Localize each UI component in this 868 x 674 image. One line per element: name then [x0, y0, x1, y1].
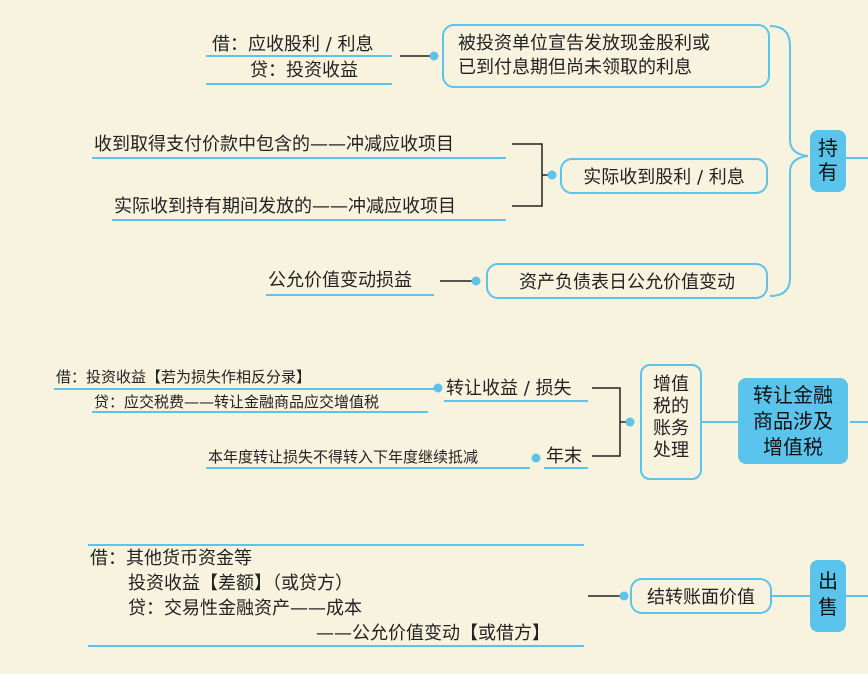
category-sale: 出售 [810, 560, 846, 632]
declare-entry-credit: 贷：投资收益 [250, 60, 358, 81]
sale-entry-line-2: 投资收益【差额】（或贷方） [128, 573, 353, 594]
receive-box: 实际收到股利 / 利息 [560, 158, 768, 194]
vat-treatment-line-4: 处理 [653, 440, 689, 461]
vat-entry-credit: 贷：应交税费——转让金融商品应交增值税 [94, 393, 380, 411]
category-vat-line-3: 增值税 [763, 435, 823, 459]
category-vat-line-1: 转让金融 [753, 383, 833, 407]
declare-box-line1: 被投资单位宣告发放现金股利或 [458, 33, 710, 54]
category-hold-label: 持有 [818, 136, 838, 184]
fair-value-entry: 公允价值变动损益 [268, 270, 412, 291]
sale-entry-line-1: 借：其他货币资金等 [90, 548, 252, 569]
vat-treatment-line-1: 增值 [653, 374, 689, 395]
vat-treatment-line-3: 账务 [653, 418, 689, 439]
sale-entry-line-4: ——公允价值变动【或借方】 [316, 623, 550, 644]
declare-box: 被投资单位宣告发放现金股利或 已到付息期但尚未领取的利息 [442, 24, 770, 88]
category-vat-line-2: 商品涉及 [753, 409, 833, 433]
vat-entry-debit: 借：投资收益【若为损失作相反分录】 [56, 368, 312, 386]
vat-treatment-box: 增值 税的 账务 处理 [640, 364, 702, 480]
gain-loss-label: 转让收益 / 损失 [446, 378, 572, 399]
declare-entry-debit: 借：应收股利 / 利息 [212, 34, 374, 55]
category-vat: 转让金融 商品涉及 增值税 [738, 378, 848, 464]
year-end-label: 年末 [546, 446, 582, 467]
receive-item-2: 实际收到持有期间发放的——冲减应收项目 [114, 196, 456, 217]
sale-box: 结转账面价值 [630, 578, 772, 614]
year-end-note: 本年度转让损失不得转入下年度继续抵减 [208, 448, 479, 466]
category-hold: 持有 [810, 130, 846, 192]
receive-item-1: 收到取得支付价款中包含的——冲减应收项目 [94, 134, 454, 155]
sale-entry-line-3: 贷：交易性金融资产——成本 [128, 598, 362, 619]
category-sale-label: 出售 [818, 569, 838, 619]
declare-box-line2: 已到付息期但尚未领取的利息 [458, 57, 692, 78]
vat-treatment-line-2: 税的 [653, 396, 689, 417]
fair-value-box: 资产负债表日公允价值变动 [486, 263, 768, 299]
